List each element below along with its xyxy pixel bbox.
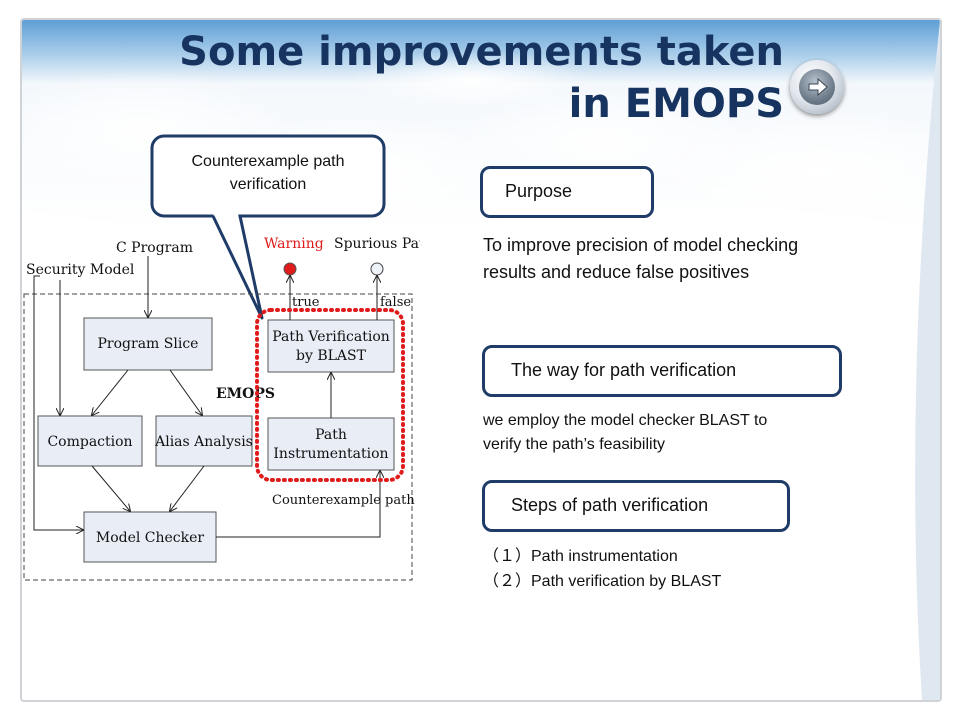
path-instrumentation-label: Instrumentation (273, 446, 388, 462)
warning-node (283, 262, 297, 276)
path-instrumentation-label: Path (315, 427, 347, 443)
purpose-text-line: results and reduce false positives (483, 262, 750, 282)
path-verification-label: Path Verification (272, 329, 390, 345)
way-text-line: verify the path’s feasibility (483, 436, 666, 453)
counterexample-path-label: Counterexample path (272, 493, 415, 508)
callout-label: Counterexample path verification (191, 153, 345, 193)
arrow-right-icon (808, 77, 828, 97)
true-label: true (292, 295, 320, 310)
steps-list: （１）Path instrumentation （２）Path verifica… (483, 544, 721, 594)
alias-analysis-label: Alias Analysis (154, 434, 253, 450)
alias-analysis-box (155, 415, 253, 467)
spurious-node (370, 262, 384, 276)
compaction-box (37, 415, 143, 467)
emops-label: EMOPS (216, 386, 275, 402)
step-item: （１）Path instrumentation (483, 548, 678, 565)
way-heading: The way for path verification (482, 345, 842, 397)
security-model-label: Security Model (26, 262, 135, 278)
path-verification-label: by BLAST (296, 348, 367, 364)
steps-heading-label: Steps of path verification (511, 495, 709, 515)
compaction-label: Compaction (47, 434, 132, 450)
model-checker-label: Model Checker (96, 530, 205, 546)
step-item: （２）Path verification by BLAST (483, 573, 722, 590)
page-title: Some improvements taken in EMOPS (179, 29, 784, 127)
purpose-heading-label: Purpose (505, 181, 573, 201)
next-slide-button[interactable] (790, 60, 844, 114)
emops-boundary (23, 293, 413, 581)
way-text: we employ the model checker BLAST to ver… (483, 409, 767, 457)
program-slice-box (83, 317, 213, 371)
purpose-text: To improve precision of model checking r… (483, 232, 798, 286)
highlight-region (255, 308, 405, 482)
emops-diagram: Security Model C Program Warning Spuriou… (23, 236, 420, 581)
program-slice-label: Program Slice (98, 336, 199, 352)
steps-heading: Steps of path verification (482, 480, 790, 532)
false-label: false (380, 295, 411, 310)
path-verification-box (267, 319, 395, 373)
warning-label: Warning (264, 236, 324, 252)
purpose-text-line: To improve precision of model checking (483, 235, 799, 255)
path-instrumentation-box (267, 417, 395, 471)
way-heading-label: The way for path verification (511, 360, 737, 380)
spurious-path-label: Spurious Path (334, 236, 420, 252)
c-program-label: C Program (116, 240, 193, 256)
purpose-heading: Purpose (480, 166, 654, 218)
way-text-line: we employ the model checker BLAST to (483, 412, 768, 429)
model-checker-box (83, 511, 217, 563)
